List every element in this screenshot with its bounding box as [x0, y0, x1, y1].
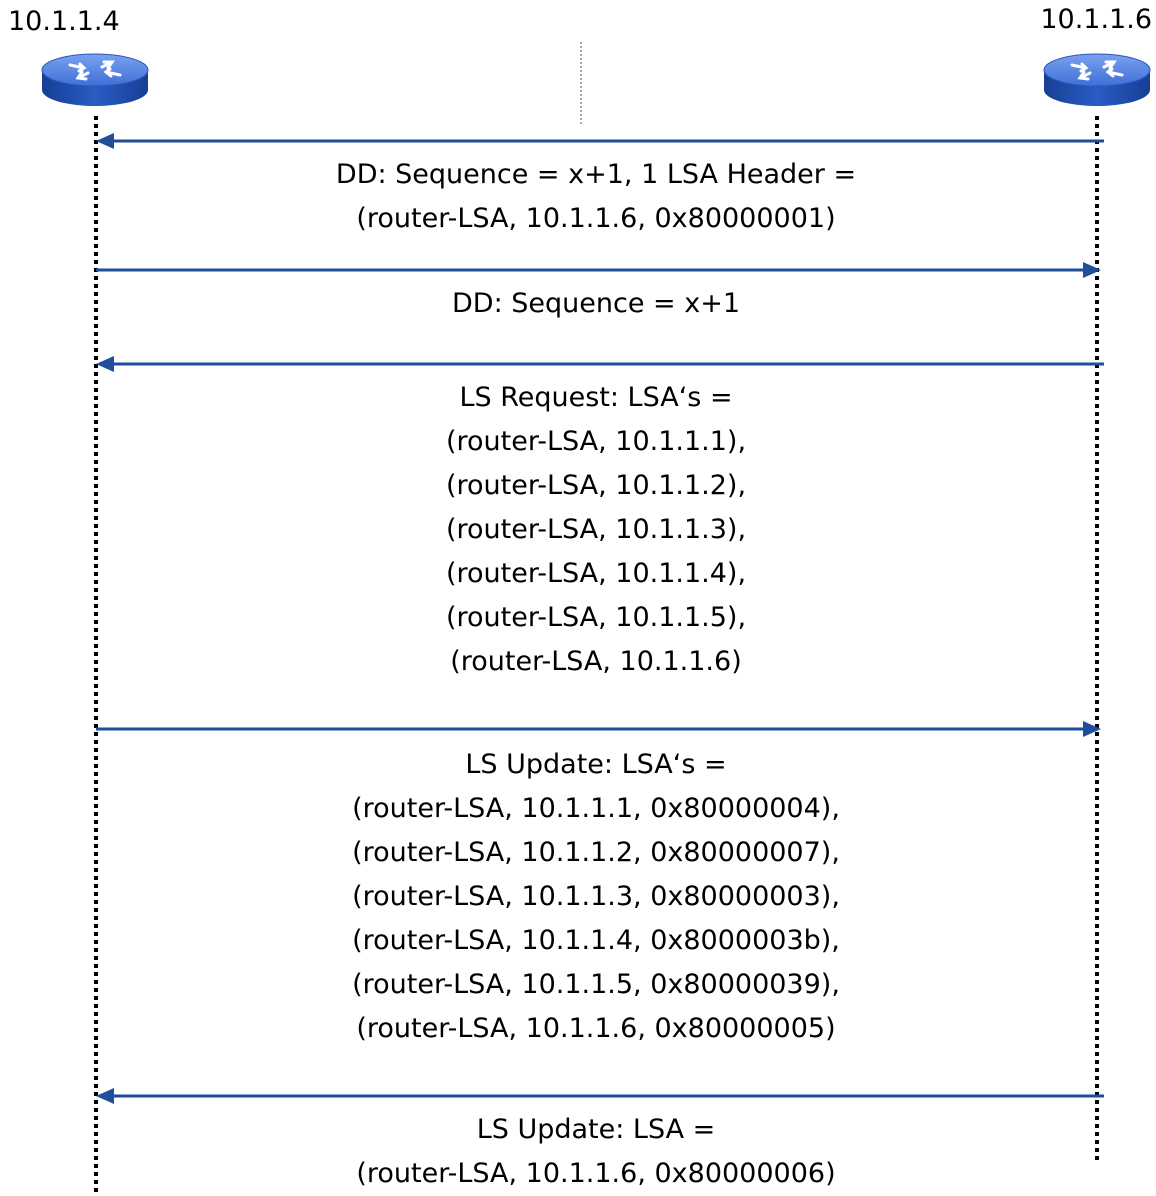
right-router-label: 10.1.1.6: [1040, 4, 1152, 35]
message-line: (router-LSA, 10.1.1.6, 0x80000001): [356, 203, 836, 234]
message-line: (router-LSA, 10.1.1.3, 0x80000003),: [352, 881, 840, 912]
message-line: (router-LSA, 10.1.1.6, 0x80000006): [356, 1158, 836, 1189]
message-arrow-1: [96, 133, 1104, 149]
message-line: (router-LSA, 10.1.1.2),: [445, 470, 747, 501]
message-line: (router-LSA, 10.1.1.3),: [445, 514, 747, 545]
router-icon: [41, 53, 149, 106]
message-line: (router-LSA, 10.1.1.1),: [445, 426, 747, 457]
message-arrow-2: [96, 262, 1101, 278]
message-line: (router-LSA, 10.1.1.6): [450, 646, 742, 677]
message-2-label: DD: Sequence = x+1: [96, 282, 1096, 326]
message-line: (router-LSA, 10.1.1.4, 0x8000003b),: [352, 925, 840, 956]
left-router-label: 10.1.1.4: [8, 6, 120, 37]
message-line: (router-LSA, 10.1.1.5),: [445, 602, 747, 633]
message-line: LS Update: LSA‘s =: [465, 749, 727, 780]
message-line: (router-LSA, 10.1.1.2, 0x80000007),: [352, 837, 840, 868]
message-line: (router-LSA, 10.1.1.6, 0x80000005): [356, 1013, 836, 1044]
message-line: DD: Sequence = x+1, 1 LSA Header =: [335, 159, 857, 190]
message-arrow-3: [96, 356, 1104, 372]
message-arrow-4: [96, 721, 1101, 737]
message-line: (router-LSA, 10.1.1.5, 0x80000039),: [352, 969, 840, 1000]
message-3-label: LS Request: LSA‘s = (router-LSA, 10.1.1.…: [96, 376, 1096, 684]
router-icon: [1043, 53, 1151, 106]
message-5-label: LS Update: LSA = (router-LSA, 10.1.1.6, …: [96, 1108, 1096, 1196]
message-1-label: DD: Sequence = x+1, 1 LSA Header = (rout…: [96, 153, 1096, 241]
message-line: DD: Sequence = x+1: [451, 288, 740, 319]
message-line: (router-LSA, 10.1.1.4),: [445, 558, 747, 589]
message-4-label: LS Update: LSA‘s = (router-LSA, 10.1.1.1…: [96, 743, 1096, 1051]
message-line: LS Request: LSA‘s =: [459, 382, 733, 413]
message-arrow-5: [96, 1088, 1104, 1104]
message-line: (router-LSA, 10.1.1.1, 0x80000004),: [352, 793, 840, 824]
message-line: LS Update: LSA =: [476, 1114, 716, 1145]
